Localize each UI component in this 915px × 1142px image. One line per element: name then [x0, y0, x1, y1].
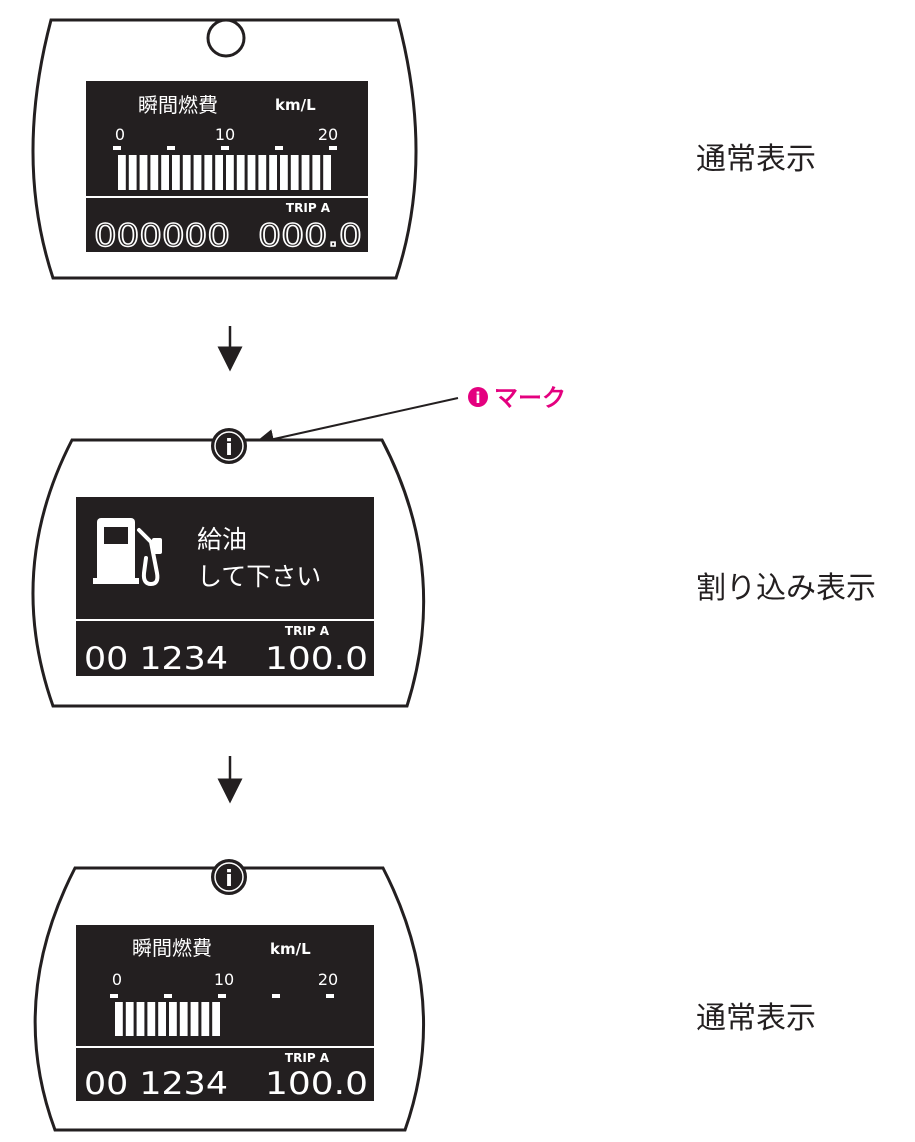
- lcd-title: 瞬間燃費: [138, 93, 218, 117]
- scale-tick-label: 0: [115, 125, 125, 144]
- message-line-1: 給油: [197, 525, 247, 554]
- stage-label: 通常表示: [696, 142, 816, 177]
- info-icon: i: [211, 428, 247, 464]
- gauge-segment: [136, 1002, 145, 1036]
- gauge-segment: [226, 155, 234, 190]
- scale-mark: [110, 994, 118, 998]
- gauge-segment: [301, 155, 310, 190]
- gauge-segment: [150, 155, 159, 190]
- annotation-label: マーク: [494, 384, 566, 412]
- odometer: 000000: [94, 218, 230, 254]
- gauge-segment: [312, 155, 321, 190]
- scale-mark: [218, 994, 226, 998]
- gauge-segment: [212, 1002, 220, 1036]
- trip-value: 100.0: [265, 641, 368, 677]
- trip-value: 100.0: [265, 1066, 368, 1102]
- fuel-pump-icon: [93, 518, 162, 587]
- scale-mark: [221, 146, 229, 150]
- gauge-segment: [125, 1002, 134, 1036]
- gauge-segment: [247, 155, 256, 190]
- gauge-segment: [182, 155, 191, 190]
- gauge-segment: [139, 155, 148, 190]
- gauge-segment: [179, 1002, 188, 1036]
- info-icon: i: [211, 859, 247, 895]
- gauge-segment: [269, 155, 277, 190]
- gauge-segment: [147, 1002, 156, 1036]
- svg-text:i: i: [475, 389, 480, 407]
- scale-mark: [167, 146, 175, 150]
- gauge-segment: [204, 155, 213, 190]
- gauge-segment: [201, 1002, 210, 1036]
- info-mark-annotation: i マーク: [254, 384, 566, 449]
- stage-label: 割り込み表示: [696, 571, 876, 606]
- scale-tick-label: 10: [214, 970, 234, 989]
- panel-normal-1: 瞬間燃費 km/L 0 10 20 TRIP A 000000 000.0: [31, 18, 418, 280]
- odometer: 00 1234: [84, 641, 228, 677]
- lcd-title: 瞬間燃費: [132, 936, 212, 960]
- panel-normal-2: i 瞬間燃費 km/L 0 10 20 TRIP A 00 1234 100.0: [33, 859, 426, 1132]
- scale-mark: [272, 994, 280, 998]
- scale-mark: [275, 146, 283, 150]
- lcd-unit: km/L: [270, 940, 311, 958]
- gauge-segment: [115, 1002, 123, 1036]
- scale-tick-label: 20: [318, 970, 338, 989]
- gauge-segment: [323, 155, 331, 190]
- gauge-segment: [161, 155, 169, 190]
- leader-line: [254, 397, 459, 449]
- scale-mark: [329, 146, 337, 150]
- scale-tick-label: 20: [318, 125, 338, 144]
- gauge-segment: [258, 155, 267, 190]
- info-icon: i: [468, 387, 488, 407]
- scale-mark: [164, 994, 172, 998]
- trip-label: TRIP A: [286, 201, 331, 215]
- scale-mark: [326, 994, 334, 998]
- stage-label: 通常表示: [696, 1001, 816, 1036]
- panel-interrupt: i 給油 して下さい TRIP A 00 1234 100.0: [31, 428, 426, 708]
- trip-label: TRIP A: [285, 624, 330, 638]
- message-line-2: して下さい: [197, 562, 321, 591]
- fuel-economy-gauge: [118, 155, 331, 190]
- gauge-segment: [290, 155, 299, 190]
- gauge-segment: [280, 155, 288, 190]
- svg-text:i: i: [225, 867, 233, 892]
- gauge-segment: [172, 155, 180, 190]
- scale-marks: [110, 994, 334, 998]
- odometer: 00 1234: [84, 1066, 228, 1102]
- gauge-segment: [158, 1002, 166, 1036]
- gauge-segment: [128, 155, 137, 190]
- scale-mark: [113, 146, 121, 150]
- scale-tick-label: 10: [215, 125, 235, 144]
- trip-label: TRIP A: [285, 1051, 330, 1065]
- gauge-segment: [193, 155, 202, 190]
- scale-marks: [113, 146, 337, 150]
- gauge-segment: [118, 155, 126, 190]
- gauge-segment: [215, 155, 223, 190]
- indicator-circle: [206, 18, 246, 58]
- svg-text:i: i: [225, 436, 233, 461]
- fuel-economy-gauge: [115, 1002, 220, 1036]
- lcd-unit: km/L: [275, 96, 316, 114]
- gauge-segment: [190, 1002, 199, 1036]
- trip-value: 000.0: [258, 218, 362, 254]
- scale-tick-label: 0: [112, 970, 122, 989]
- gauge-segment: [236, 155, 245, 190]
- gauge-segment: [169, 1002, 177, 1036]
- lcd-screen: [76, 925, 374, 1101]
